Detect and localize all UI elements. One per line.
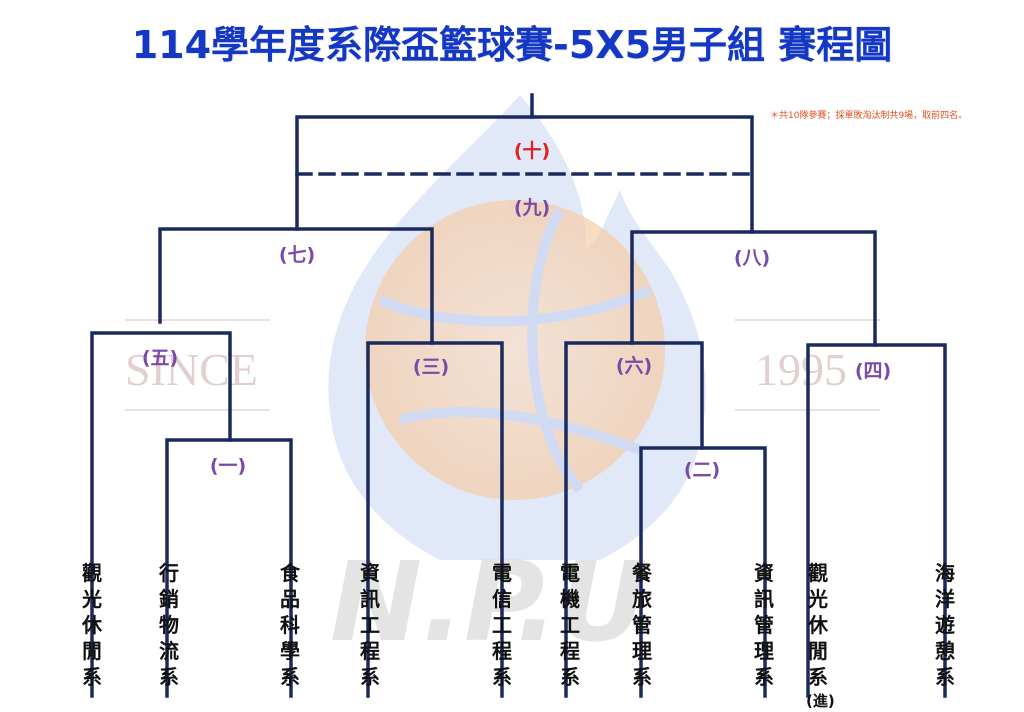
team-name-char: 流 [159, 639, 179, 663]
since-left-text: SINCE [125, 344, 258, 395]
team-name-char: 休 [82, 613, 102, 637]
team-name-char: 信 [492, 587, 512, 611]
tournament-note: ＊共10隊參賽；採單敗淘汰制共9場，取前四名。 [770, 111, 968, 121]
team-name-char: 系 [754, 665, 774, 689]
match-label-9: (九) [513, 197, 551, 219]
team-name: 食品科學系 [278, 560, 302, 690]
team-name-char: 學 [280, 639, 300, 663]
team-name-char: 資 [754, 561, 774, 585]
team-name-char: 理 [632, 639, 652, 663]
match-2-bracket [639, 446, 767, 698]
match-label-8: (八) [733, 247, 771, 269]
team-name-char: 光 [82, 587, 102, 611]
team-name-char: 工 [560, 613, 580, 637]
team-name-char: 管 [754, 613, 774, 637]
team-name-char: 閒 [82, 639, 102, 663]
team-name-char: 程 [360, 639, 380, 663]
team-name-char: 系 [808, 665, 828, 689]
team-name-char: 管 [632, 613, 652, 637]
match-label-3: (三) [412, 356, 450, 378]
team-name-char: 食 [280, 561, 300, 585]
match-label-10: (十) [513, 140, 551, 162]
team-name-char: 系 [360, 665, 380, 689]
team-name-char: 工 [492, 613, 512, 637]
team-name-char: 科 [280, 613, 300, 637]
team-name-char: 銷 [159, 587, 179, 611]
match-label-5: (五) [141, 347, 179, 369]
team-name: 電信工程系 [490, 560, 514, 690]
team-name-char: 系 [159, 665, 179, 689]
team-name-char: 工 [360, 613, 380, 637]
team-name-char: 品 [280, 587, 300, 611]
team-name-char: 電 [560, 561, 580, 585]
team-name-char: (進) [806, 692, 835, 710]
team-name-char: 休 [808, 613, 828, 637]
match-7-bracket [158, 227, 434, 345]
team-name-char: 憩 [935, 639, 955, 663]
team-name-char: 遊 [935, 613, 955, 637]
team-name: 海洋遊憩系 [933, 560, 957, 690]
team-name-char: 觀 [82, 561, 102, 585]
team-name-char: 旅 [632, 587, 652, 611]
team-name-char: 系 [492, 665, 512, 689]
team-name: 觀光休閒系 [80, 560, 104, 690]
match-label-7: (七) [278, 244, 316, 266]
team-name-char: 程 [560, 639, 580, 663]
match-8-bracket [630, 230, 877, 347]
since-right-text: 1995 [755, 344, 847, 395]
team-name-char: 機 [560, 587, 580, 611]
team-name-char: 閒 [808, 639, 828, 663]
team-name-char: 系 [280, 665, 300, 689]
page-title: 114學年度系際盃籃球賽-5X5男子組 賽程圖 [131, 23, 893, 67]
team-name-char: 電 [492, 561, 512, 585]
team-name-char: 洋 [935, 587, 955, 611]
match-label-4: (四) [854, 360, 892, 382]
basketball-icon [365, 200, 665, 500]
team-name-char: 理 [754, 639, 774, 663]
team-name: 行銷物流系 [157, 560, 181, 690]
team-name-char: 訊 [360, 587, 380, 611]
team-name-char: 觀 [808, 561, 828, 585]
team-name-char: 系 [935, 665, 955, 689]
team-name-char: 物 [159, 613, 179, 637]
team-name-char: 系 [560, 665, 580, 689]
team-name-char: 系 [632, 665, 652, 689]
match-label-1: (一) [209, 455, 247, 477]
team-name-char: 海 [935, 561, 955, 585]
team-name-char: 訊 [754, 587, 774, 611]
match-label-6: (六) [615, 355, 653, 377]
team-name: 觀光休閒系 (進) [806, 560, 835, 712]
match-4-bracket [806, 343, 947, 698]
team-name: 電機工程系 [558, 560, 582, 690]
team-name-char: 光 [808, 587, 828, 611]
team-name-char: 程 [492, 639, 512, 663]
team-name-char: 餐 [632, 561, 652, 585]
team-name: 餐旅管理系 [630, 560, 654, 690]
team-name: 資訊管理系 [752, 560, 776, 690]
match-1-bracket [165, 438, 293, 698]
npu-logo-text: N.P.U [330, 538, 647, 666]
match-3-bracket [366, 341, 504, 698]
team-name-char: 行 [159, 561, 179, 585]
team-name: 資訊工程系 [358, 560, 382, 690]
match-6-bracket [564, 341, 704, 698]
match-5-bracket [90, 331, 232, 698]
team-name-char: 系 [82, 665, 102, 689]
team-name-char: 資 [360, 561, 380, 585]
match-label-2: (二) [683, 459, 721, 481]
